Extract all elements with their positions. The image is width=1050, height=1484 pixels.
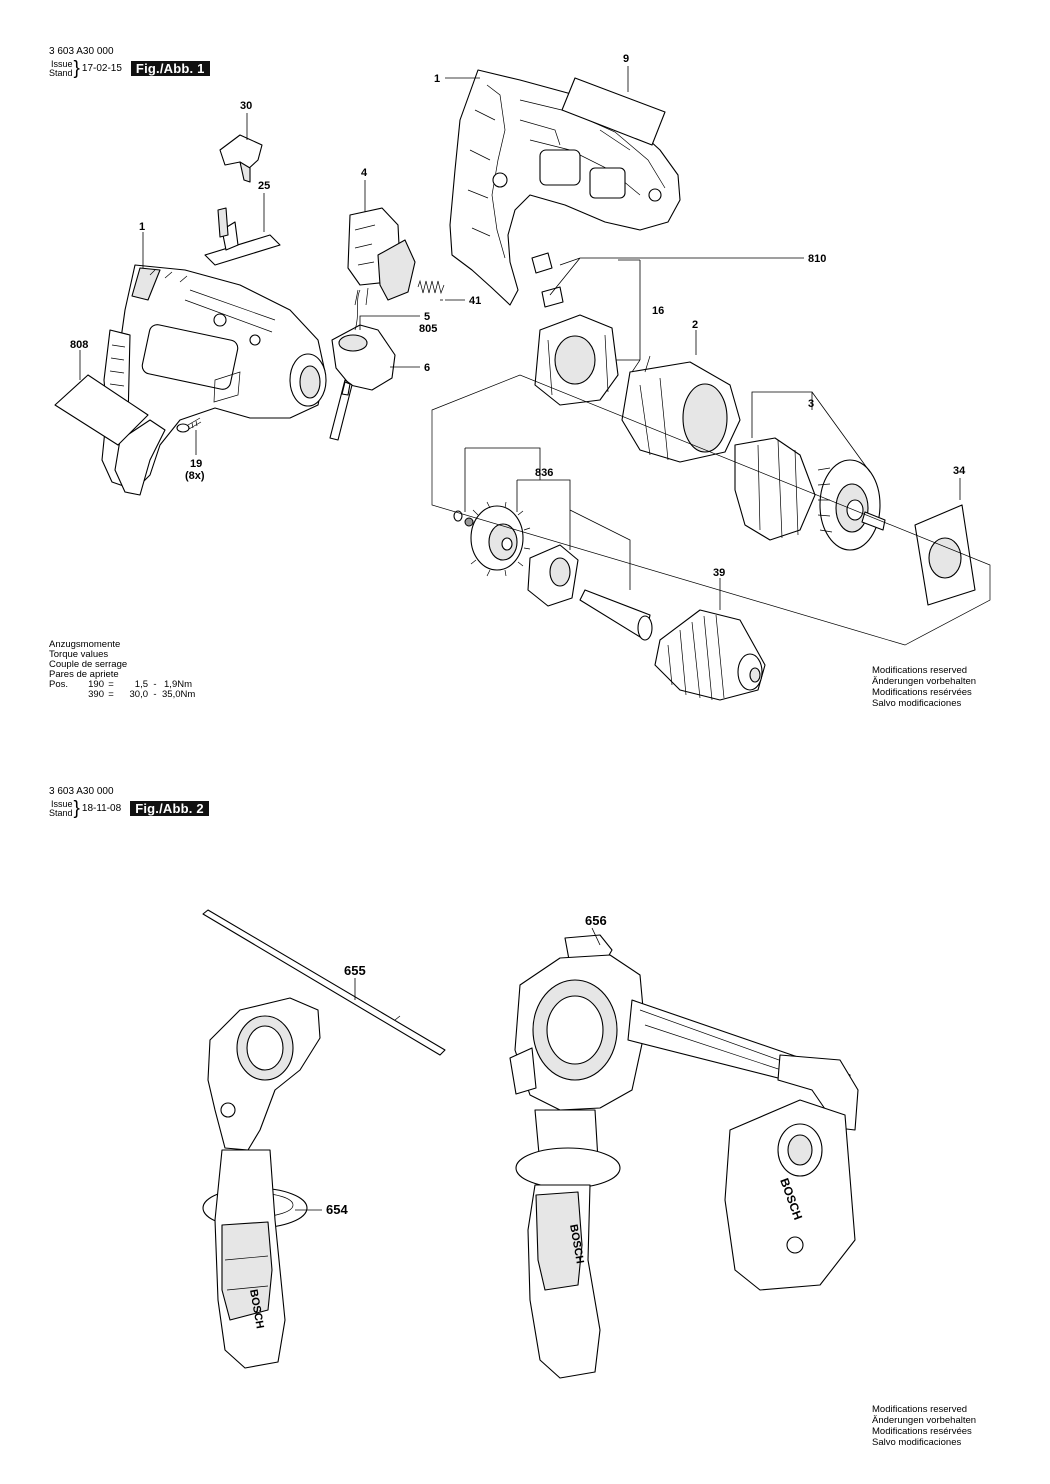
torque-values: Anzugsmomente Torque values Couple de se… bbox=[49, 639, 196, 700]
issue-label: Issue bbox=[51, 58, 73, 69]
issue-date: 18-11-08 bbox=[81, 803, 122, 814]
label-19: 19 bbox=[190, 458, 202, 470]
switch-4 bbox=[347, 207, 416, 306]
label-805: 805 bbox=[419, 323, 437, 335]
label-16: 16 bbox=[652, 305, 664, 317]
screw-19 bbox=[176, 417, 202, 433]
doc-number: 3 603 A30 000 bbox=[49, 46, 114, 57]
stand-label: Stand bbox=[49, 67, 73, 78]
label-plate-808 bbox=[54, 374, 149, 446]
label-9: 9 bbox=[623, 53, 629, 65]
label-34: 34 bbox=[953, 465, 966, 477]
assembly-outline bbox=[431, 374, 991, 646]
label-30: 30 bbox=[240, 100, 252, 112]
label-25: 25 bbox=[258, 180, 270, 192]
depth-rod-655 bbox=[202, 909, 446, 1056]
armature-3 bbox=[734, 437, 886, 551]
figure-label: Fig./Abb. 1 bbox=[130, 61, 210, 76]
fig1-header: 3 603 A30 000 Issue Stand } 17-02-15 Fig… bbox=[49, 46, 210, 78]
figure-label: Fig./Abb. 2 bbox=[130, 801, 209, 816]
aux-handle-654: BOSCH bbox=[202, 997, 321, 1369]
brace: } bbox=[73, 798, 80, 819]
torque-line: Torque values bbox=[49, 649, 109, 660]
label-2: 2 bbox=[692, 319, 698, 331]
stand-label: Stand bbox=[49, 807, 73, 818]
brace: } bbox=[73, 58, 80, 79]
label-5: 5 bbox=[424, 311, 430, 323]
torque-line: Couple de serrage bbox=[49, 659, 128, 670]
slide-25 bbox=[204, 207, 281, 266]
drill-body bbox=[101, 264, 327, 496]
field-coil-2 bbox=[621, 355, 741, 463]
label-808: 808 bbox=[70, 339, 88, 351]
brush-holder-16 bbox=[531, 252, 619, 406]
label-654: 654 bbox=[326, 1202, 348, 1217]
label-1-body: 1 bbox=[139, 221, 145, 233]
baffle-34 bbox=[914, 504, 976, 606]
label-810: 810 bbox=[808, 253, 826, 265]
chuck-39 bbox=[654, 609, 766, 701]
label-41: 41 bbox=[469, 295, 481, 307]
torque-row: 390 = 30,0 - 35,0Nm bbox=[88, 689, 196, 700]
doc-number: 3 603 A30 000 bbox=[49, 786, 114, 797]
label-3: 3 bbox=[808, 398, 814, 410]
modifications-note: Modifications reserved Änderungen vorbeh… bbox=[872, 1404, 977, 1448]
label-836: 836 bbox=[535, 467, 553, 479]
issue-label: Issue bbox=[51, 798, 73, 809]
spring-41 bbox=[417, 279, 445, 295]
label-6: 6 bbox=[424, 362, 430, 374]
leader-lines bbox=[79, 66, 961, 610]
label-656: 656 bbox=[585, 913, 607, 928]
label-plate-9 bbox=[561, 77, 666, 146]
leader-lines-fig2 bbox=[295, 927, 601, 1211]
clip-30 bbox=[219, 134, 263, 183]
torque-line: Pares de apriete bbox=[49, 669, 119, 680]
torque-line: Anzugsmomente bbox=[49, 639, 121, 650]
torque-row: Pos. 190 = 1,5 - 1,9Nm bbox=[49, 679, 192, 690]
label-655: 655 bbox=[344, 963, 366, 978]
label-4: 4 bbox=[361, 167, 368, 179]
issue-date: 17-02-15 bbox=[81, 63, 122, 74]
fig2-header: 3 603 A30 000 Issue Stand } 18-11-08 Fig… bbox=[49, 786, 209, 818]
label-39: 39 bbox=[713, 567, 725, 579]
label-8x: (8x) bbox=[185, 470, 205, 482]
modifications-note: Modifications reserved Änderungen vorbeh… bbox=[872, 665, 977, 709]
label-1-housing: 1 bbox=[434, 73, 440, 85]
cord-6 bbox=[329, 289, 396, 441]
gear-836 bbox=[453, 501, 653, 641]
dust-extractor-656: BOSCH BOSCH bbox=[509, 934, 859, 1379]
